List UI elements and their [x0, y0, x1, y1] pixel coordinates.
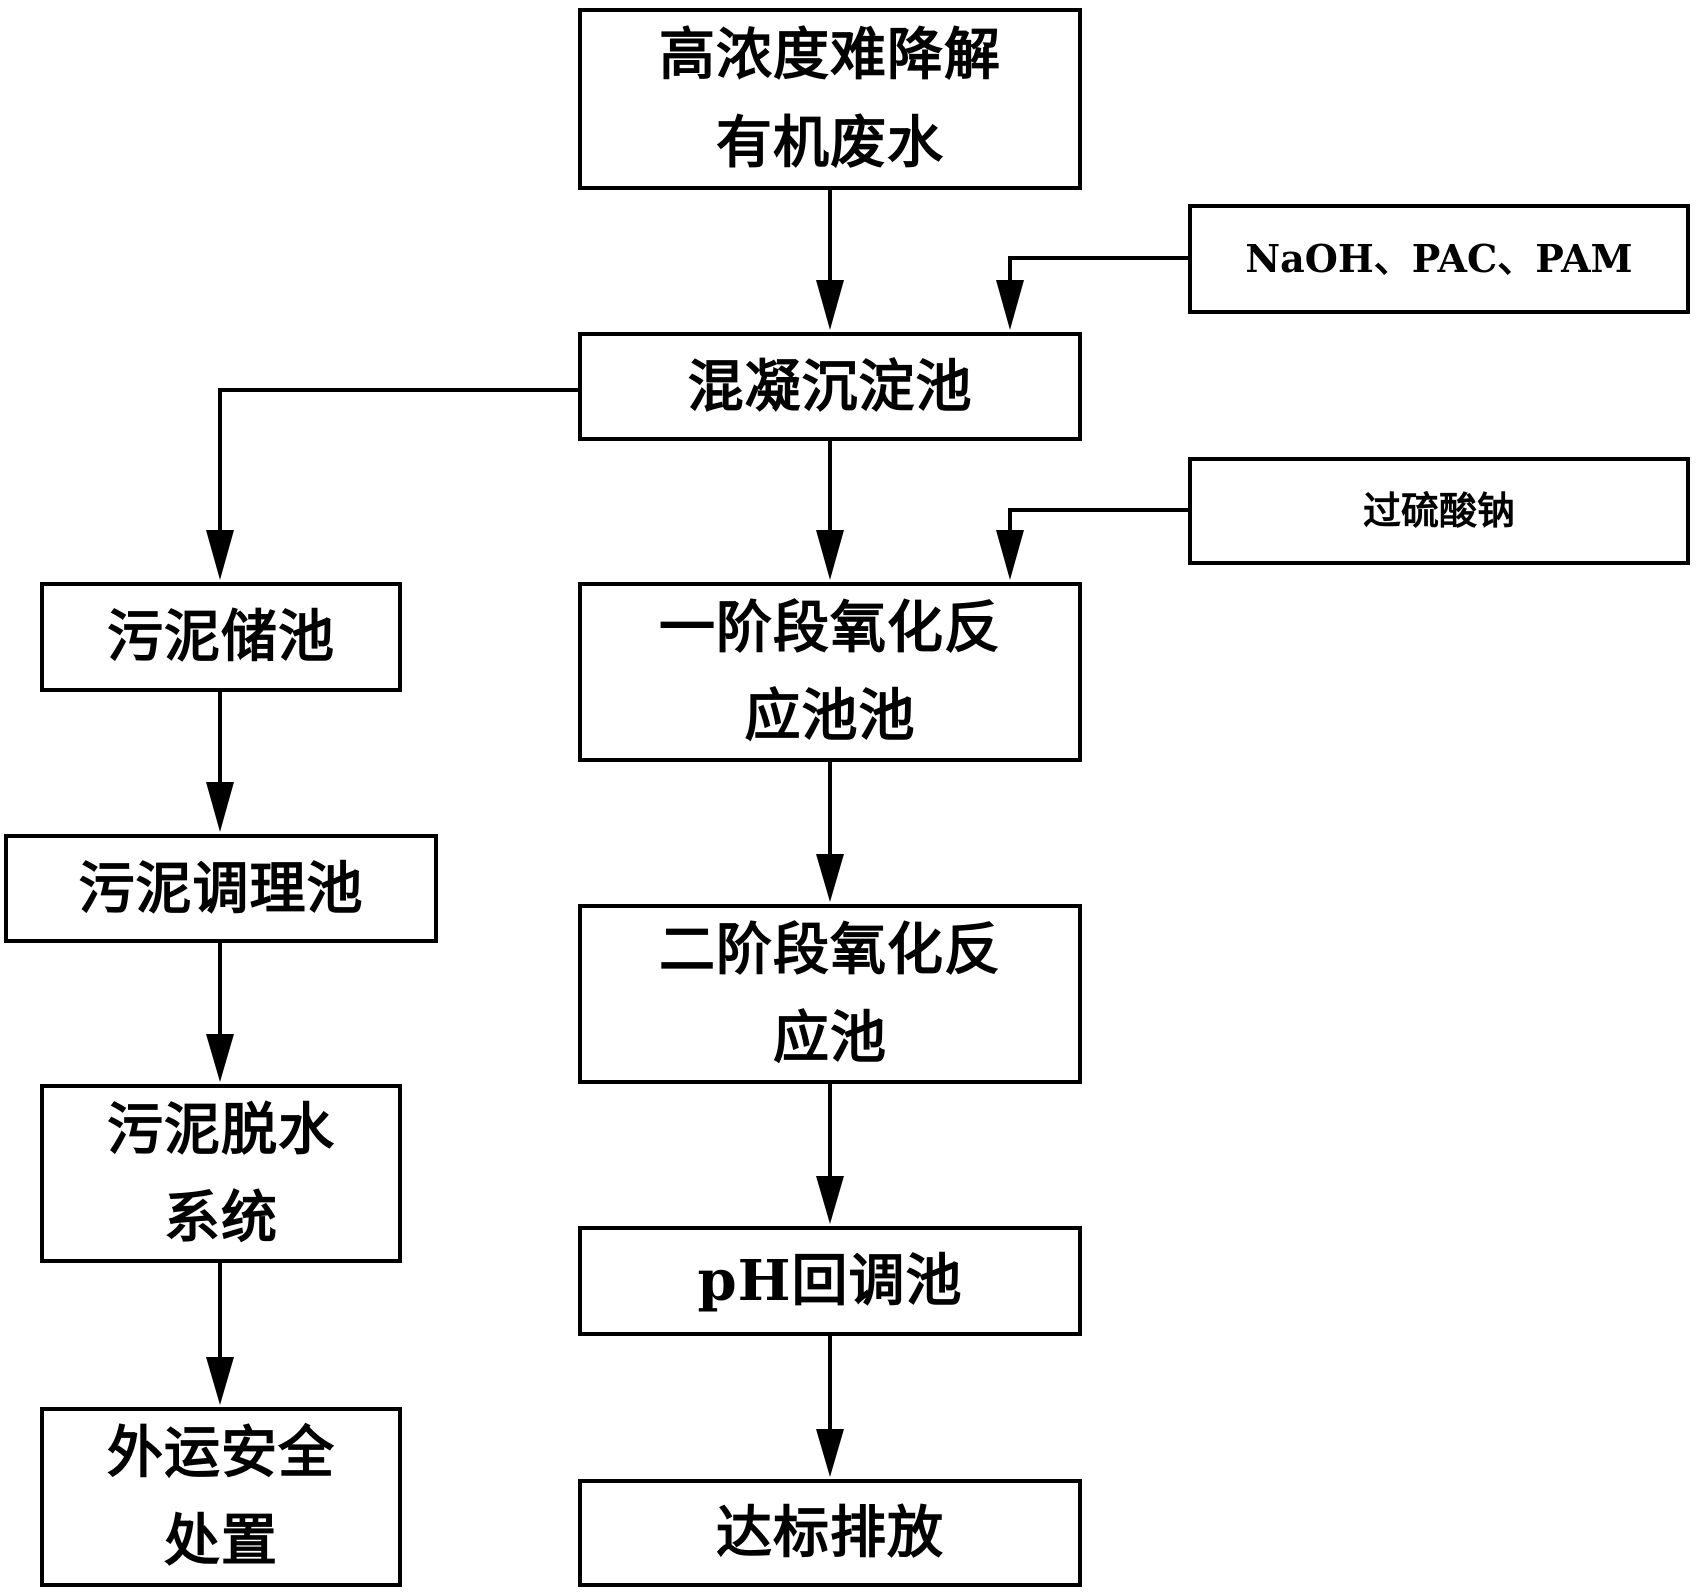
- node-stage1-line2: 应池池: [744, 683, 916, 749]
- node-ph-adjust: pH回调池: [578, 1226, 1082, 1336]
- arrowhead: [816, 854, 844, 902]
- arrowhead: [996, 280, 1024, 330]
- node-reagents: NaOH、PAC、PAM: [1188, 204, 1690, 314]
- node-wastewater-line2: 有机废水: [716, 110, 944, 176]
- arrowhead: [206, 1357, 234, 1405]
- node-sludge-storage-label: 污泥储池: [107, 604, 335, 670]
- edge-coagulation-sludge: [218, 388, 578, 548]
- node-persulfate: 过硫酸钠: [1188, 457, 1690, 565]
- node-stage1-oxidation: 一阶段氧化反 应池池: [578, 582, 1082, 762]
- node-stage2-line2: 应池: [773, 1005, 887, 1071]
- node-ph-adjust-label: pH回调池: [697, 1248, 963, 1314]
- arrowhead: [816, 1429, 844, 1477]
- node-transport-disposal: 外运安全 处置: [40, 1407, 402, 1587]
- node-reagents-label: NaOH、PAC、PAM: [1245, 236, 1633, 281]
- node-discharge-label: 达标排放: [716, 1500, 944, 1566]
- node-coagulation: 混凝沉淀池: [578, 332, 1082, 441]
- node-stage2-line1: 二阶段氧化反: [659, 917, 1001, 983]
- node-sludge-conditioning-label: 污泥调理池: [78, 855, 364, 922]
- edge-persulfate-stage1: [1008, 508, 1188, 548]
- node-discharge: 达标排放: [578, 1479, 1082, 1587]
- arrowhead: [206, 530, 234, 580]
- edge-reagents-coagulation: [1008, 256, 1188, 298]
- arrowhead: [996, 530, 1024, 580]
- node-stage2-oxidation: 二阶段氧化反 应池: [578, 904, 1082, 1084]
- node-transport-line1: 外运安全: [107, 1420, 335, 1486]
- arrowhead: [206, 782, 234, 832]
- node-sludge-conditioning: 污泥调理池: [4, 834, 438, 943]
- node-coagulation-label: 混凝沉淀池: [687, 353, 973, 420]
- node-sludge-dewater-line1: 污泥脱水: [107, 1096, 335, 1163]
- node-persulfate-label: 过硫酸钠: [1362, 488, 1515, 533]
- node-stage1-line1: 一阶段氧化反: [659, 595, 1001, 661]
- arrowhead: [816, 530, 844, 580]
- arrowhead: [206, 1034, 234, 1082]
- arrowhead: [816, 1176, 844, 1224]
- node-sludge-storage: 污泥储池: [40, 582, 402, 692]
- node-sludge-dewater: 污泥脱水 系统: [40, 1084, 402, 1263]
- node-sludge-dewater-line2: 系统: [164, 1184, 278, 1251]
- arrowhead: [816, 280, 844, 330]
- node-wastewater-line1: 高浓度难降解: [659, 22, 1001, 88]
- node-wastewater: 高浓度难降解 有机废水: [578, 8, 1082, 190]
- node-transport-line2: 处置: [164, 1508, 278, 1574]
